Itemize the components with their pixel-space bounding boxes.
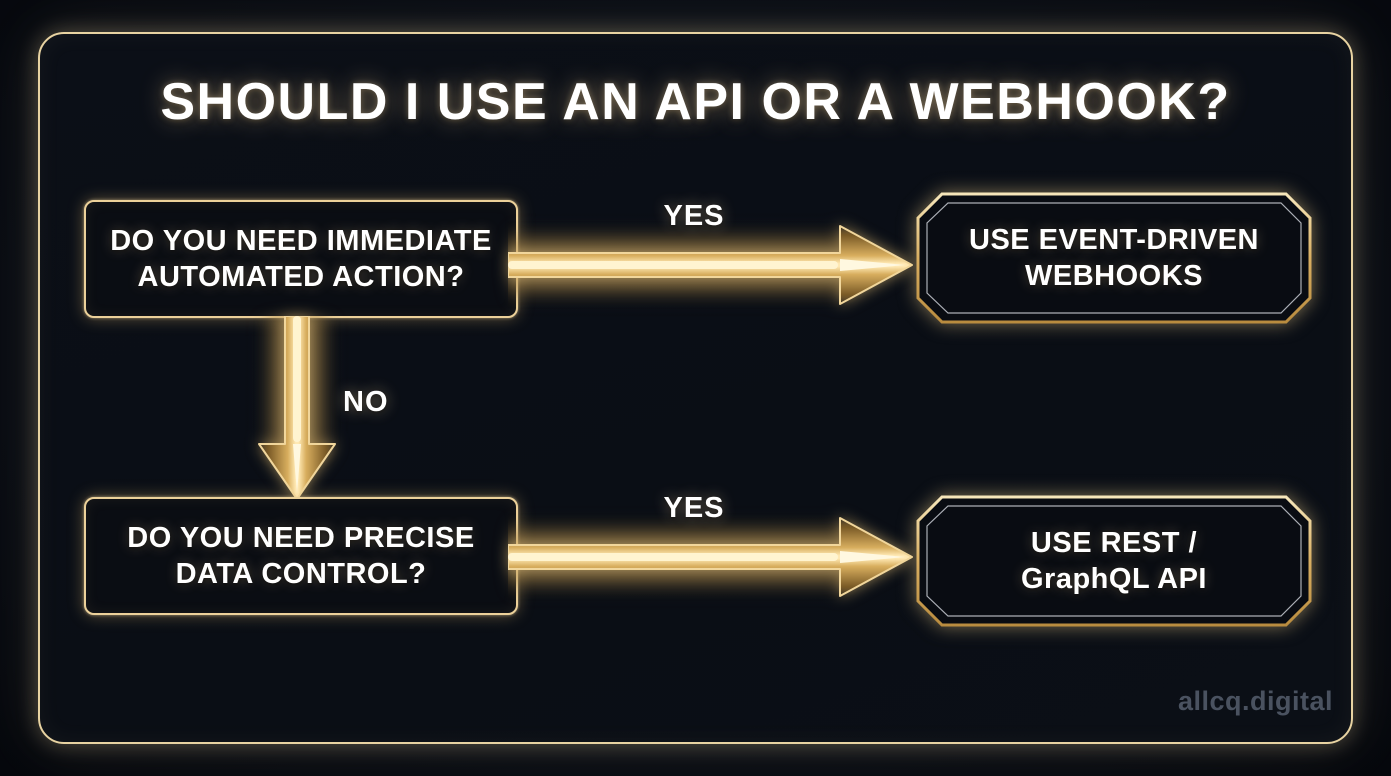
octagon-border-icon	[916, 192, 1312, 324]
node-text-line: USE REST /	[1030, 527, 1198, 559]
octagon-border-icon	[916, 495, 1312, 627]
watermark: allcq.digital	[1177, 686, 1333, 716]
diagram-title: SHOULD I USE AN API OR A WEBHOOK?	[160, 73, 1231, 131]
node-text-line: DO YOU NEED IMMEDIATE	[110, 225, 492, 257]
label-no: NO	[343, 386, 389, 418]
label-yes-bottom: YES	[663, 492, 725, 524]
arrow-down-no-icon	[258, 316, 336, 500]
arrow-right-yes-bottom-icon	[508, 517, 913, 597]
outer-frame	[38, 32, 1353, 744]
node-text-line: GraphQL API	[1021, 563, 1207, 595]
node-text-line: DATA CONTROL?	[175, 558, 427, 590]
node-text-line: DO YOU NEED PRECISE	[127, 522, 475, 554]
node-question-data-control: DO YOU NEED PRECISE DATA CONTROL?	[84, 497, 518, 615]
arrow-right-yes-top-icon	[508, 225, 913, 305]
node-result-api: USE REST / GraphQL API	[915, 494, 1313, 628]
node-text-line: AUTOMATED ACTION?	[137, 261, 465, 293]
node-text-line: WEBHOOKS	[1025, 260, 1203, 292]
node-result-webhooks: USE EVENT-DRIVEN WEBHOOKS	[915, 191, 1313, 325]
label-yes-top: YES	[663, 200, 725, 232]
node-text-line: USE EVENT-DRIVEN	[969, 224, 1259, 256]
node-question-immediate-action: DO YOU NEED IMMEDIATE AUTOMATED ACTION?	[84, 200, 518, 318]
